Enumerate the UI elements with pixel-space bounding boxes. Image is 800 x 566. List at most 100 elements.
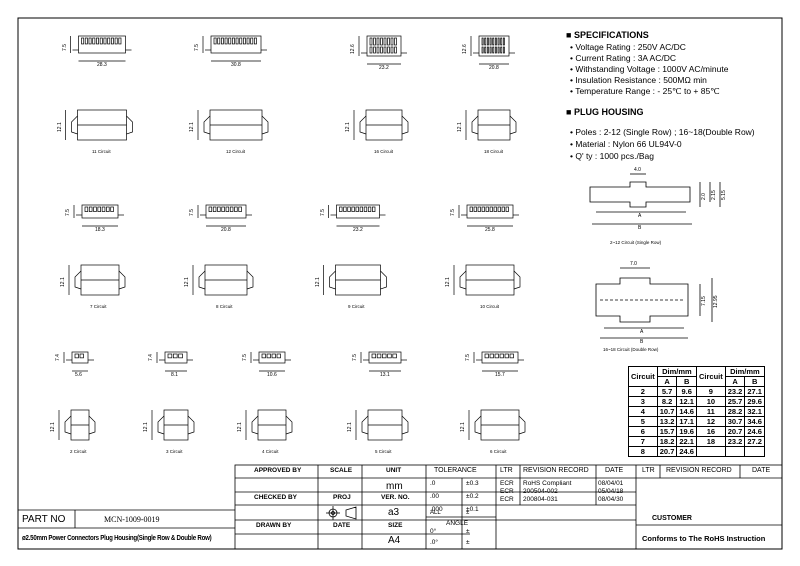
pin-cavity <box>178 353 183 359</box>
height-dimension: 7.5 <box>61 44 68 51</box>
header-a: A <box>724 376 746 387</box>
connector-top-view <box>258 351 286 364</box>
circuit-caption: 8 Circuit <box>216 304 233 309</box>
circuit-cell: 7 <box>628 436 658 447</box>
pin-cavity <box>494 46 497 54</box>
circuit-cell: 15.7 <box>656 426 678 437</box>
revision-date: 08/04/30 <box>598 496 624 503</box>
width-dimension: 15.7 <box>495 372 505 378</box>
connector-top-view <box>81 204 119 219</box>
side-latch <box>509 115 517 135</box>
side-height-dimension: 12.1 <box>60 277 66 287</box>
circuit-cell: 13.2 <box>656 416 678 427</box>
circuit-cell: 3 <box>628 396 658 407</box>
revision-date: 05/04/18 <box>598 488 624 495</box>
side-latch <box>401 415 409 435</box>
circuit-cell: 17.1 <box>676 416 697 427</box>
circuit-cell: 12.1 <box>676 396 697 407</box>
side-latch <box>261 115 269 135</box>
height-dimension: 12.6 <box>350 44 356 54</box>
housing-title-text: PLUG HOUSING <box>573 107 644 117</box>
pin-cavity <box>502 46 505 54</box>
side-latch <box>203 115 211 135</box>
circuit-caption: 6 Circuit <box>490 449 507 454</box>
width-dimension: 13.1 <box>380 372 390 378</box>
pin-cavity <box>212 206 217 212</box>
drawn-by-label: DRAWN BY <box>256 522 292 529</box>
pin-cavity <box>84 206 89 212</box>
side-height-dimension: 12.1 <box>314 277 321 287</box>
housing-item: • Q' ty : 1000 pcs./Bag <box>570 151 654 161</box>
pin-cavity <box>208 206 213 212</box>
single-row-detail <box>589 173 721 225</box>
side-latch <box>361 415 369 435</box>
pin-cavity <box>387 37 390 46</box>
single-row-a-label: A <box>638 213 642 219</box>
pin-cavity <box>355 206 359 212</box>
circuit-cell <box>724 446 746 457</box>
circuit-caption: 10 Circuit <box>480 304 500 309</box>
pin-cavity <box>79 353 84 359</box>
angle-row-value: ± <box>466 539 470 546</box>
height-dimension: 7.5 <box>319 209 326 216</box>
tol-row-value: ±0.2 <box>466 493 479 500</box>
side-latch <box>474 415 482 435</box>
side-height-dimension: 12.1 <box>143 422 149 432</box>
circuit-cell: 6 <box>628 426 658 437</box>
side-latch <box>126 115 133 135</box>
pin-cavity <box>369 37 373 46</box>
pin-cavity <box>473 206 477 212</box>
revision-ltr: ECR <box>500 496 514 503</box>
table-header-row: Circuit Dim/mm Circuit Dim/mm <box>628 366 765 387</box>
side-latch <box>380 270 387 290</box>
circuit-cell: 20.7 <box>724 426 746 437</box>
side-latch <box>359 115 367 135</box>
pin-cavity <box>221 206 225 212</box>
side-latch <box>513 270 521 290</box>
pin-cavity <box>217 37 221 45</box>
spec-item: • Temperature Range : - 25℃ to + 85℃ <box>570 86 720 96</box>
pin-cavity <box>484 353 489 359</box>
spec-item: • Current Rating : 3A AC/DC <box>570 53 676 63</box>
pin-cavity <box>88 37 92 45</box>
circuit-cell: 14.6 <box>676 406 697 417</box>
pin-cavity <box>372 206 376 212</box>
side-height-dimension: 12.1 <box>460 422 466 432</box>
ltr-header-2: LTR <box>642 467 655 474</box>
spec-title: ■ SPECIFICATIONS <box>566 30 649 40</box>
height-dimension: 7.5 <box>65 209 71 216</box>
size-value: A4 <box>388 535 401 546</box>
ver-value: a3 <box>388 507 400 518</box>
side-height-dimension: 12.1 <box>445 277 451 287</box>
pin-cavity <box>99 37 103 45</box>
size-label: SIZE <box>388 522 403 529</box>
connector-top-view <box>205 204 247 219</box>
side-latch <box>71 115 78 135</box>
circuit-cell: 5 <box>628 416 658 427</box>
width-dimension: 18.3 <box>95 227 105 233</box>
circuit-cell: 29.6 <box>744 396 765 407</box>
side-latch <box>329 270 336 290</box>
circuit-cell: 9.6 <box>676 386 697 397</box>
pin-cavity <box>96 37 99 45</box>
ver-no-label: VER. NO. <box>381 494 410 501</box>
width-dimension: 20.8 <box>489 65 499 71</box>
pin-cavity <box>351 206 355 212</box>
single-row-b-label: B <box>638 225 642 231</box>
connector-top-view <box>466 204 514 219</box>
pin-cavity <box>390 37 394 46</box>
height-dimension: 7.5 <box>194 44 200 51</box>
pin-cavity <box>504 353 509 359</box>
pin-cavity <box>493 206 497 212</box>
side-latch <box>88 415 96 435</box>
revision-record: RoHS Compliant <box>523 480 572 487</box>
connector-top-view <box>368 351 402 364</box>
pin-cavity <box>486 37 489 46</box>
height-dimension: 7.5 <box>450 209 456 216</box>
pin-cavity <box>110 37 114 45</box>
pin-cavity <box>481 37 484 46</box>
circuit-caption: 16 Circuit <box>374 149 394 154</box>
